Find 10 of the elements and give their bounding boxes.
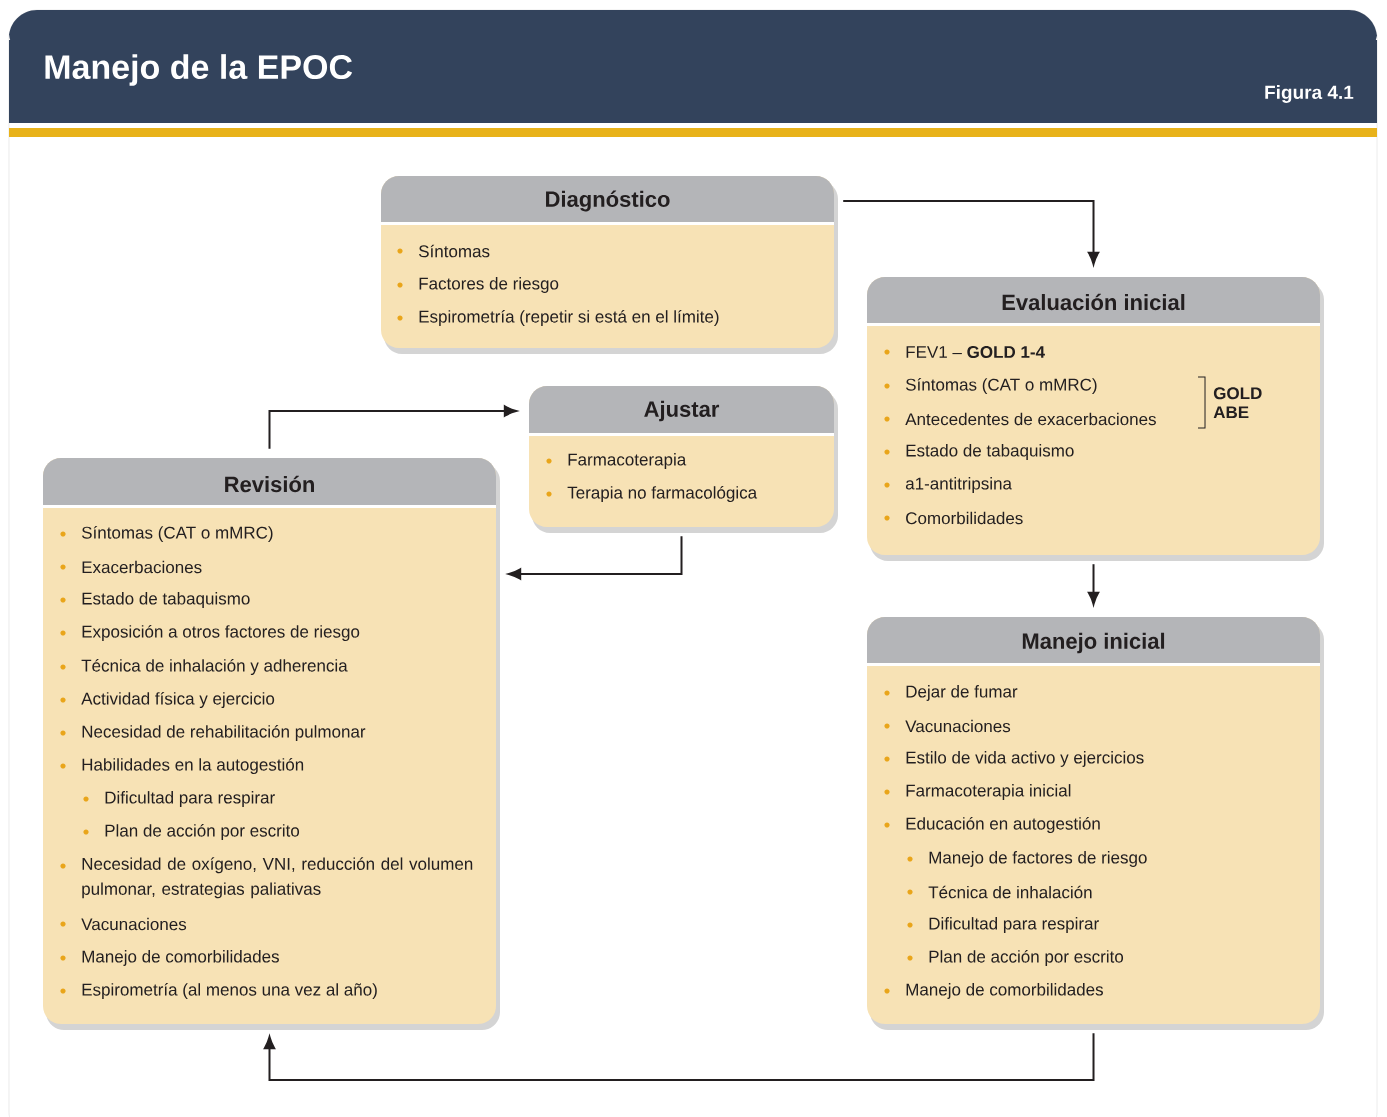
process-box: Diagnóstico Síntomas Factores de riesgo Espirometría (repetir si está en el límite) — [381, 176, 838, 354]
process-box: Ajustar Farmacoterapia Terapia no farmacológica — [529, 386, 838, 533]
title: Manejo de la EPOC — [45, 54, 353, 86]
arrow — [508, 535, 683, 580]
process-box: Evaluación inicial FEV1 – GOLD 1-4 Síntomas (CAT o mMRC) Antecedentes de exacerbaciones GOLD ABE Estado de tabaquismo a1-antitripsina Comorbilidades — [867, 277, 1324, 561]
arrow — [263, 1032, 1095, 1081]
arrow — [268, 405, 517, 450]
figure-label: Figura 4.1 — [1265, 85, 1354, 103]
process-box: Manejo inicial Dejar de fumar Vacunaciones Estilo de vida activo y ejercicios Farmacoterapia inicial Educación en autogestión Manejo de factores de riesgo Técnica de inhalación Dificultad para respirar Plan de acción por escrito Manejo de comorbilidades — [867, 617, 1324, 1030]
process-box: Revisión Síntomas (CAT o mMRC) Exacerbaciones Estado de tabaquismo Exposición a otros factores de riesgo Técnica de inhalación y adherencia Actividad física y ejercicio Necesidad de rehabilitación pulmonar Habilidades en la autogestión Dificultad para respirar Plan de acción por escrito Necesidad de oxígeno, VNI, reducción del volumen pulmonar, estrategias paliativas Vacunaciones Manejo de comorbilidades Espirometría (al menos una vez al año) — [43, 458, 500, 1030]
